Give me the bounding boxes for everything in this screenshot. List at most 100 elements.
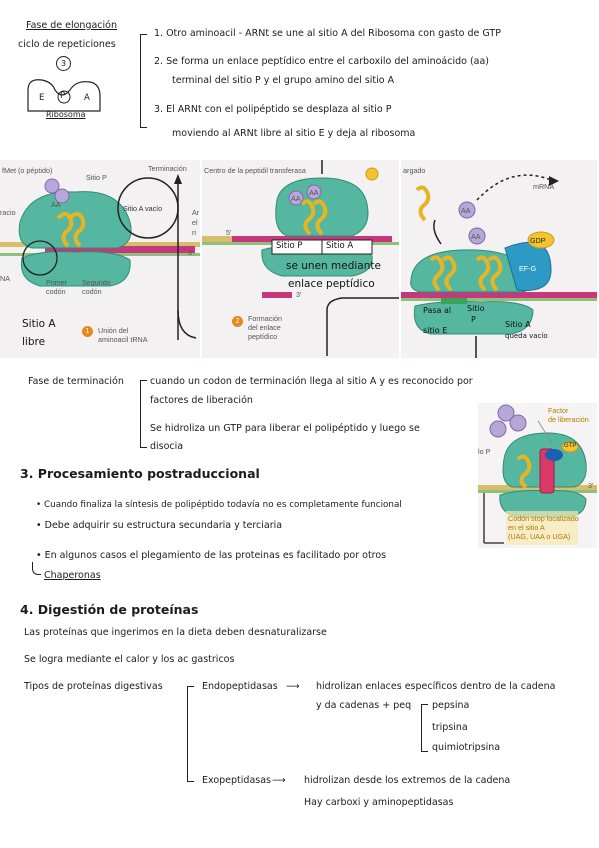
panel2-label-5prime: 5' xyxy=(226,228,232,237)
termination-item-2: Se hidroliza un GTP para liberar el poli… xyxy=(150,423,420,434)
chaperones-label: Chaperonas xyxy=(44,570,101,581)
digestion-line-2: Se logra mediante el calor y los ac gast… xyxy=(24,654,235,665)
panel1-legend-1: Unión del xyxy=(98,326,129,335)
exopeptidase-desc-1: hidrolizan desde los extremos de la cade… xyxy=(304,775,511,786)
panel3-hand-sitio-e: sitio E xyxy=(423,326,448,335)
endopeptidase-example-quimiotripsina: quimiotripsina xyxy=(432,742,501,753)
termination-bracket xyxy=(140,380,147,448)
endopeptidase-name: Endopeptidasas xyxy=(202,681,278,692)
panel2-label-3prime: 3' xyxy=(296,290,302,299)
panel2-hand-sitio-a: Sitio A xyxy=(326,241,354,251)
term-fig-label-liberacion: de liberación xyxy=(548,415,589,424)
term-fig-caption-1: Codón stop localizado xyxy=(508,514,579,523)
elongation-step-2: 2. Se forma un enlace peptídico entre el… xyxy=(154,56,490,67)
ribosome-site-e: E xyxy=(39,93,45,103)
processing-item-2: • Debe adquirir su estructura secundaria… xyxy=(36,520,283,531)
term-fig-label-lop: lo P xyxy=(478,447,491,456)
endopeptidase-desc-1: hidrolizan enlaces específicos dentro de… xyxy=(316,681,556,692)
exopeptidase-name: Exopeptidasas xyxy=(202,775,271,786)
panel2-label-aa2: AA xyxy=(309,188,319,197)
digestion-line-1: Las proteínas que ingerimos en la dieta … xyxy=(24,627,327,638)
elongation-bracket xyxy=(140,34,147,128)
elongation-step-2b: terminal del sitio P y el grupo amino de… xyxy=(172,75,395,86)
elongation-step-3: 3. El ARNt con el polipéptido se desplaz… xyxy=(154,104,392,115)
panel3-label-gdp: GDP xyxy=(530,236,546,245)
digestion-title: 4. Digestión de proteínas xyxy=(20,602,199,617)
panel3-hand-sitio: Sitio xyxy=(467,304,485,313)
panel1-label-3prime: 3' xyxy=(188,248,194,257)
panel2-legend-1: Formación xyxy=(248,314,282,323)
termination-item-1: cuando un codon de terminación llega al … xyxy=(150,376,473,387)
panel1-label-codon2: codón xyxy=(82,287,102,296)
term-fig-caption-2: en el sitio A xyxy=(508,523,545,532)
termination-item-1b: factores de liberación xyxy=(150,395,253,406)
panel1-callout: Sitio A vacío xyxy=(123,204,163,213)
ribosome-label: Ribosoma xyxy=(46,110,86,119)
termination-item-2b: disocia xyxy=(150,441,184,452)
panel1-label-aa: AA xyxy=(51,200,61,209)
panel2-hand-enlace: enlace peptídico xyxy=(288,278,375,290)
panel2-hand-sitio-p: Sitio P xyxy=(276,241,303,251)
panel2-label-center: Centro de la peptidil transferasa xyxy=(204,166,306,175)
panel3-hand-queda-vacio: queda vacío xyxy=(505,332,548,340)
elongation-subtitle: ciclo de repeticiones xyxy=(18,39,116,50)
panel3-label-aa1: AA xyxy=(461,206,471,215)
digestion-types-label: Tipos de proteínas digestivas xyxy=(24,681,163,692)
panel1-label-ri: ri xyxy=(192,228,196,237)
panel3-hand-sitio-a: Sitio A xyxy=(505,320,531,329)
panel3-label-efg: EF-G xyxy=(519,264,537,273)
panel1-label-segundo: Segundo xyxy=(82,278,111,287)
figure-panel-peptide-bond: Centro de la peptidil transferasa AA AA … xyxy=(202,160,399,358)
panel1-label-el: el xyxy=(192,218,198,227)
panel1-label-codon1: codón xyxy=(46,287,66,296)
panel3-label-mrna: mRNA xyxy=(533,182,555,191)
figure-termination: Factor de liberación GTP lo P 3' Codón s… xyxy=(478,403,597,548)
term-fig-label-gtp: GTP xyxy=(564,443,577,449)
panel3-label-argado: argado xyxy=(403,166,426,175)
panel3-hand-pasa-al: Pasa al xyxy=(423,306,452,315)
elongation-step-1: 1. Otro aminoacil - ARNt se une al sitio… xyxy=(154,28,501,39)
processing-item-1: • Cuando finaliza la síntesis de polipép… xyxy=(36,500,402,510)
panel2-step-badge: 2 xyxy=(232,316,243,327)
panel2-legend-3: peptídico xyxy=(248,332,278,341)
digestion-types-bracket xyxy=(187,686,194,782)
endopeptidase-arrow: ⟶ xyxy=(286,681,300,692)
figure-panel-translocation: argado mRNA AA AA GDP EF-G Pasa al sitio… xyxy=(401,160,597,358)
figure-panel-binding: fMet (o péptido) Sitio P Terminación rac… xyxy=(0,160,200,358)
panel1-label-na: NA xyxy=(0,274,10,283)
term-fig-label-3prime: 3' xyxy=(588,481,594,490)
ribosome-site-p: P xyxy=(60,91,66,101)
panel1-label-termination: Terminación xyxy=(148,164,187,173)
panel2-hand-se-unen: se unen mediante xyxy=(286,260,381,272)
elongation-title: Fase de elongación xyxy=(26,20,117,31)
exopeptidase-desc-2: Hay carboxi y aminopeptidasas xyxy=(304,797,454,808)
ribosome-site-a: A xyxy=(84,93,90,103)
processing-title: 3. Procesamiento postraduccional xyxy=(20,466,260,481)
panel1-label-sitio-p: Sitio P xyxy=(86,173,107,182)
panel1-step-badge: 1 xyxy=(82,326,93,337)
panel1-legend-2: aminoacil tRNA xyxy=(98,335,148,344)
endopeptidase-example-pepsina: pepsina xyxy=(432,700,470,711)
panel3-hand-p: P xyxy=(471,315,476,324)
panel2-legend-2: del enlace xyxy=(248,323,281,332)
endopeptidase-example-tripsina: tripsina xyxy=(432,722,468,733)
exopeptidase-arrow: ⟶ xyxy=(272,775,286,786)
term-fig-caption-3: (UAG, UAA o UGA) xyxy=(508,532,571,541)
panel3-label-aa2: AA xyxy=(471,232,481,241)
panel1-label-ar: Ar xyxy=(192,208,200,217)
panel1-hand-sitio-a: Sitio A xyxy=(22,318,56,330)
panel2-label-aa1: AA xyxy=(291,194,301,203)
panel1-label-fmet: fMet (o péptido) xyxy=(2,166,53,175)
term-fig-label-factor: Factor xyxy=(548,406,569,415)
elongation-step-3b: moviendo al ARNt libre al sitio E y deja… xyxy=(172,128,416,139)
panel1-hand-libre: libre xyxy=(22,336,46,348)
processing-item-3: • En algunos casos el plegamiento de las… xyxy=(36,550,387,561)
repeat-symbol: 3 xyxy=(56,56,71,71)
panel1-label-racio: racio xyxy=(0,208,16,217)
chaperones-hook xyxy=(32,562,41,575)
endopeptidase-desc-2: y da cadenas + peq xyxy=(316,700,412,711)
panel1-label-primer: Primer xyxy=(46,278,68,287)
endopeptidase-examples-bracket xyxy=(421,704,428,752)
termination-title: Fase de terminación xyxy=(28,376,124,387)
repeat-number: 3 xyxy=(60,59,67,68)
